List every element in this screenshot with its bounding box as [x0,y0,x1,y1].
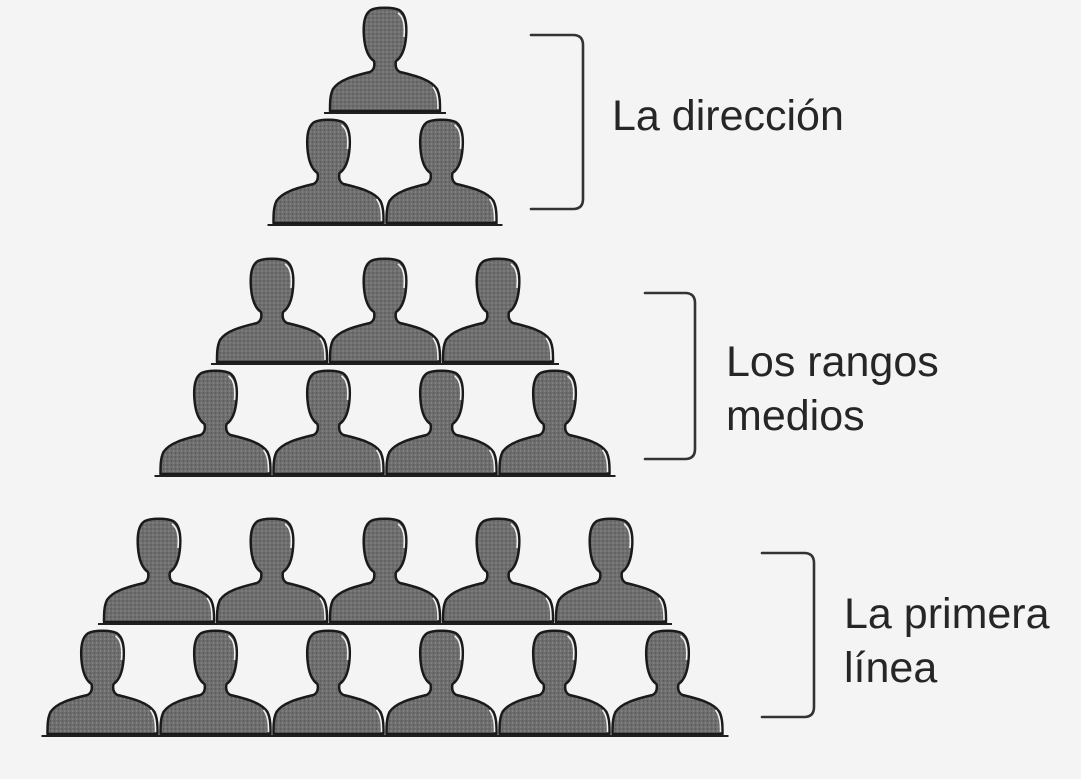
tier-rangos-medios [154,257,616,477]
person-icon [159,629,272,736]
tier-label-rangos-medios: Los rangos medios [726,338,939,440]
person-icon [498,629,611,736]
person-icon [554,517,668,624]
bracket-primera-linea [760,551,816,719]
person-icon [215,257,329,364]
person-row [41,629,729,737]
person-icon [441,257,555,364]
tier-label-line: medios [726,392,865,440]
person-icon [498,369,611,476]
person-icon [441,517,555,624]
person-icon [385,369,498,476]
tier-primera-linea [41,517,729,737]
person-icon [272,629,385,736]
bracket-rangos-medios [643,291,697,461]
tier-label-line: La primera [844,590,1050,638]
tier-brackets [529,33,816,719]
person-icon [611,629,724,736]
tier-direccion [267,6,503,226]
tier-label-line: Los rangos [726,338,939,386]
tier-label-line: línea [844,644,937,692]
person-icon [328,517,442,624]
tier-label-line: La dirección [612,92,844,140]
person-icon [385,118,498,225]
person-row [98,517,672,625]
person-row [154,369,616,477]
person-icon [328,6,442,113]
person-icon [159,369,272,476]
tier-label-direccion: La dirección [612,92,844,140]
person-rows [41,6,729,737]
person-icon [328,257,442,364]
person-row [211,257,559,365]
person-icon [385,629,498,736]
person-row [324,6,446,114]
bracket-direccion [529,33,585,211]
person-icon [215,517,329,624]
person-icon [102,517,216,624]
tier-label-primera-linea: La primera línea [844,590,1050,692]
person-icon [272,118,385,225]
person-icon [46,629,159,736]
person-row [267,118,503,226]
person-icon [272,369,385,476]
